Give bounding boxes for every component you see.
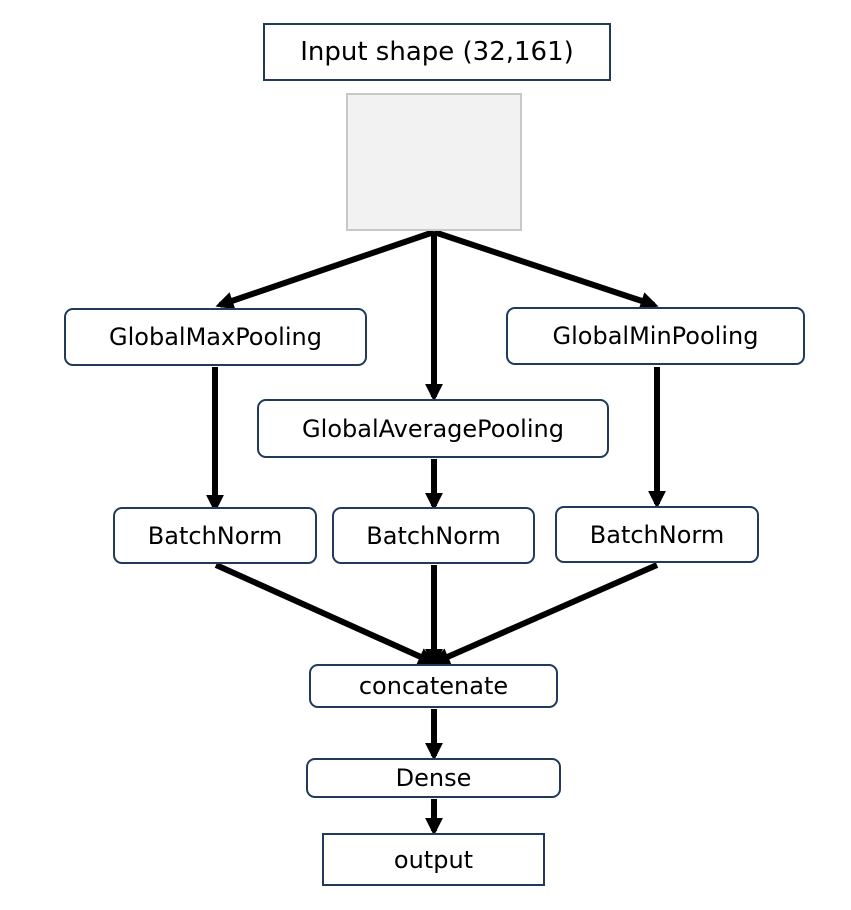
global-min-pooling-label: GlobalMinPooling [552,322,759,350]
batchnorm-middle-label: BatchNorm [366,521,501,550]
batchnorm-left-node: BatchNorm [113,507,317,564]
batchnorm-left-label: BatchNorm [147,521,283,550]
arrow-bn-right-to-concat [431,562,659,665]
global-average-pooling-node: GlobalAveragePooling [257,399,609,458]
arrow-bn-left-to-concat [214,562,437,665]
global-max-pooling-label: GlobalMaxPooling [109,323,322,351]
batchnorm-right-label: BatchNorm [589,520,725,549]
dense-node: Dense [306,758,561,798]
dense-label: Dense [395,764,472,792]
input-shape-label: Input shape (32,161) [300,37,574,67]
batchnorm-middle-node: BatchNorm [332,507,535,564]
concatenate-label: concatenate [358,672,509,700]
input-shape-node: Input shape (32,161) [263,23,611,81]
output-node: output [322,833,545,886]
arrow-input-to-min-pooling [433,229,659,310]
output-label: output [393,845,474,874]
batchnorm-right-node: BatchNorm [555,506,759,563]
input-placeholder-box [346,93,522,231]
global-average-pooling-label: GlobalAveragePooling [302,414,564,443]
concatenate-node: concatenate [309,664,558,708]
arrow-input-to-max-pooling [215,229,435,310]
global-min-pooling-node: GlobalMinPooling [506,307,805,365]
global-max-pooling-node: GlobalMaxPooling [64,308,367,366]
